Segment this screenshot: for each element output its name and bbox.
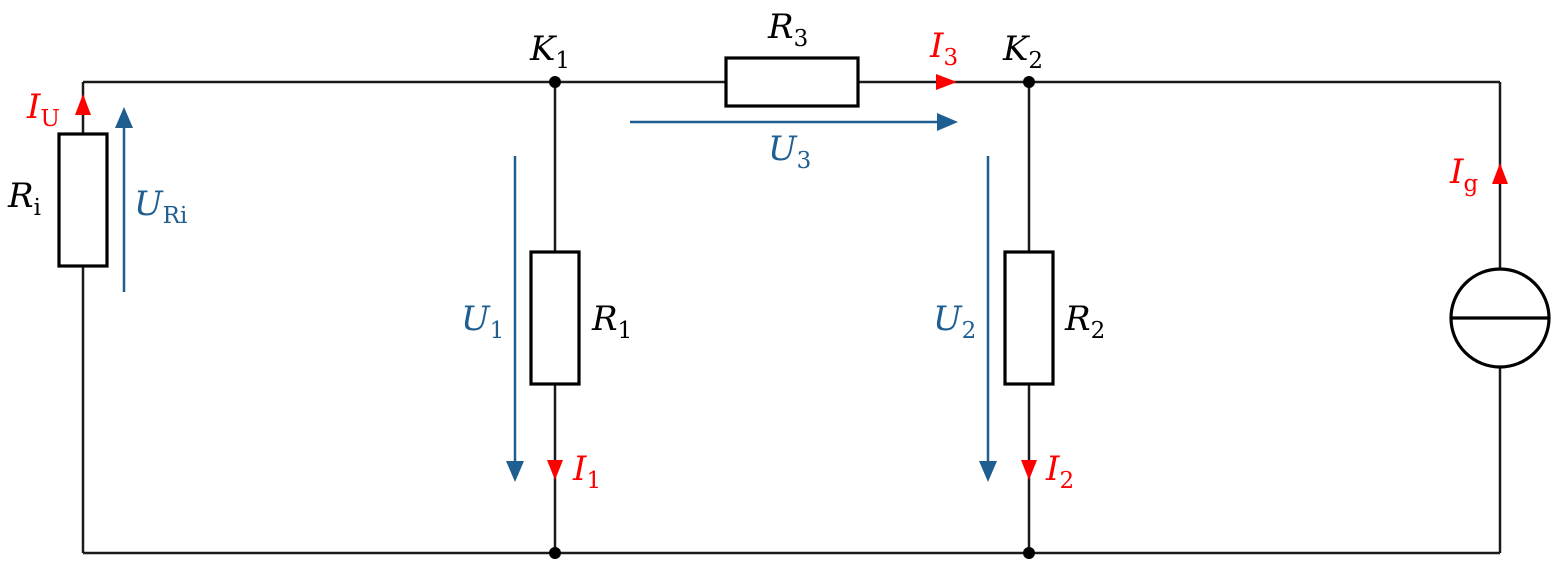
voltage-arrow-u3	[630, 113, 958, 131]
label-u2: U2	[933, 299, 976, 344]
current-arrow-i3	[936, 74, 957, 90]
node-k2-top	[1023, 76, 1035, 88]
voltage-arrow-uri	[115, 107, 133, 292]
label-ri: Ri	[7, 176, 41, 221]
current-arrow-ig	[1492, 163, 1508, 184]
node-k1-bottom	[549, 547, 561, 559]
labels: Ri IU URi K1 K2 R3 I3 U3 R1 U1 I1	[7, 7, 1478, 494]
label-u1: U1	[461, 299, 504, 344]
label-i2: I2	[1045, 449, 1074, 494]
label-ig: Ig	[1449, 152, 1478, 197]
label-i1: I1	[572, 449, 601, 494]
label-k2: K2	[1002, 29, 1043, 74]
voltage-arrow-u2	[979, 156, 997, 482]
node-k1-top	[549, 76, 561, 88]
label-u3: U3	[768, 129, 811, 174]
current-arrow-i2	[1021, 460, 1037, 480]
label-r2: R2	[1064, 299, 1105, 344]
resistor-ri	[57, 132, 109, 268]
resistor-r1	[529, 250, 581, 386]
current-arrow-i1	[547, 460, 563, 480]
resistor-r3	[724, 56, 860, 108]
label-k1: K1	[529, 29, 570, 74]
wires	[81, 80, 1502, 555]
label-i3: I3	[929, 26, 958, 71]
voltage-arrow-u1	[506, 156, 524, 482]
node-k2-bottom	[1023, 547, 1035, 559]
current-source	[1449, 267, 1551, 369]
label-r3: R3	[767, 7, 808, 52]
resistor-r2	[1003, 250, 1055, 386]
current-arrows	[75, 74, 1508, 480]
voltage-arrows	[115, 107, 997, 482]
label-iu: IU	[26, 87, 60, 132]
current-arrow-iu	[75, 94, 91, 115]
label-r1: R1	[591, 299, 632, 344]
label-uri: URi	[134, 184, 187, 229]
